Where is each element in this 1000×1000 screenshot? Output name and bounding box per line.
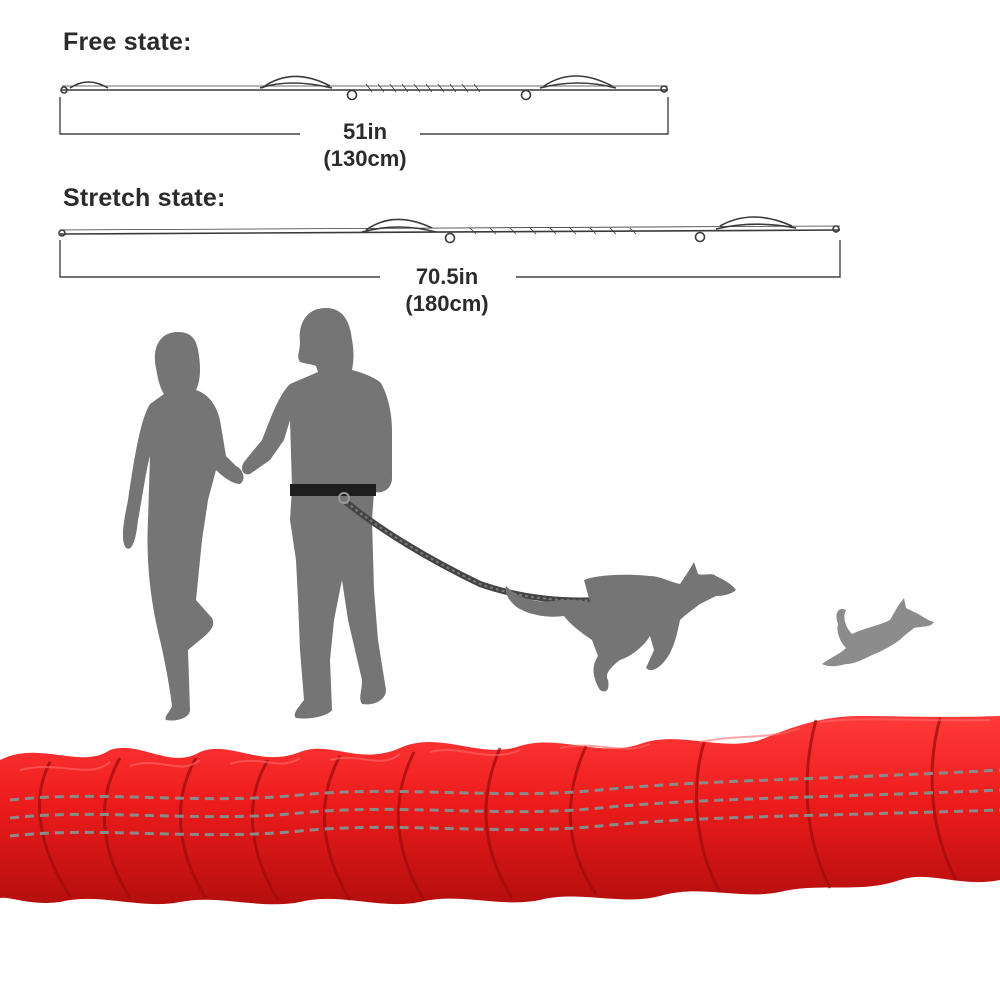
stretch-state-leash-drawing (58, 216, 841, 244)
free-state-length-in: 51in (342, 119, 388, 144)
woman-silhouette (122, 332, 244, 721)
dog-silhouette (505, 562, 736, 692)
red-elastic-leash-closeup (0, 716, 1000, 905)
cat-silhouette (822, 598, 934, 667)
stretch-state-length-in: 70.5in (415, 264, 479, 289)
stretch-state-dimension: 70.5in (180cm) (372, 263, 522, 317)
stretch-state-label: Stretch state: (63, 184, 226, 212)
stretch-state-length-cm: (180cm) (405, 291, 489, 316)
free-state-dimension: 51in (130cm) (290, 118, 440, 172)
free-state-length-cm: (130cm) (323, 146, 407, 171)
free-state-label: Free state: (63, 28, 192, 56)
man-silhouette (242, 308, 392, 719)
stretch-state-dimension-bracket (59, 240, 841, 278)
free-state-leash-drawing (60, 75, 668, 101)
free-state-dimension-bracket (59, 97, 669, 135)
